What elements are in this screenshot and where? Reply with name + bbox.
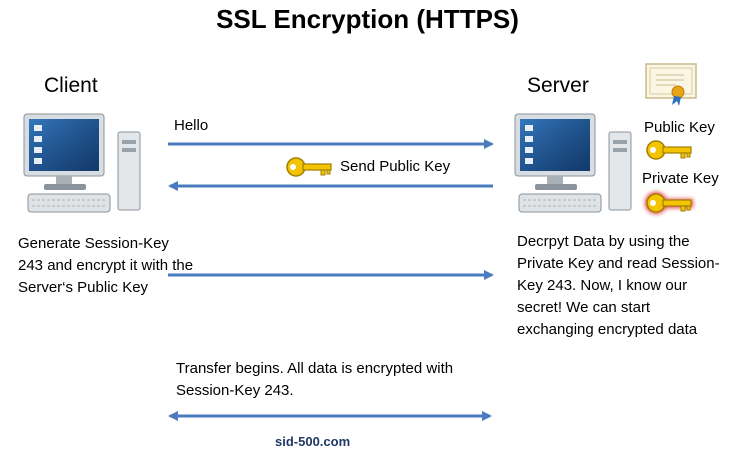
footer-source: sid-500.com: [275, 434, 351, 449]
client-description: Generate Session-Key 243 and encrypt it …: [18, 235, 194, 296]
diagram-title: SSL Encryption (HTTPS): [216, 4, 519, 34]
server-computer-icon: [514, 113, 632, 213]
transfer-description: Transfer begins. All data is encrypted w…: [176, 360, 454, 399]
client-computer-icon: [23, 113, 141, 213]
public-key-icon: [646, 140, 692, 160]
server-description: Decrpyt Data by using the Private Key an…: [517, 233, 720, 338]
key-icon: [286, 157, 332, 177]
private-key-label: Private Key: [642, 170, 719, 187]
hello-label: Hello: [174, 117, 209, 134]
certificate-icon: [645, 63, 697, 106]
send-public-key-label: Send Public Key: [340, 158, 451, 175]
client-label: Client: [44, 74, 98, 97]
public-key-label: Public Key: [644, 119, 715, 136]
private-key-icon: [645, 192, 693, 214]
server-label: Server: [527, 74, 589, 97]
